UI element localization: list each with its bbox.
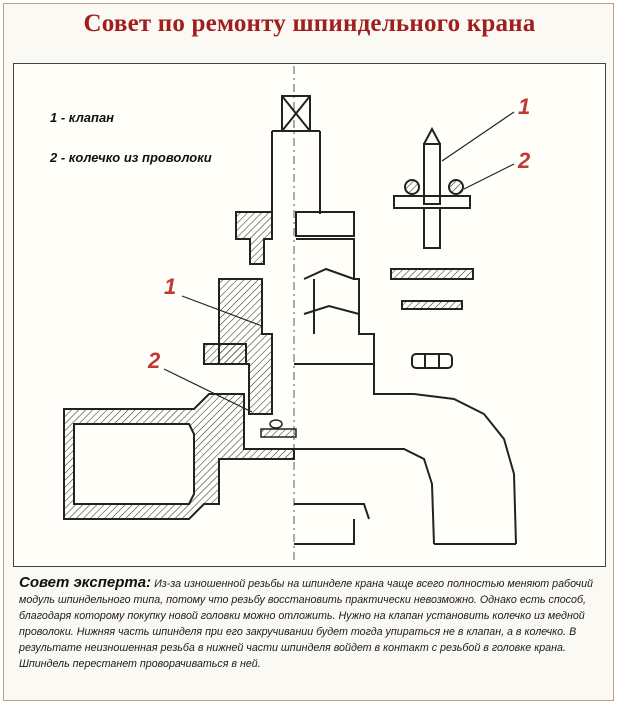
seat-ring — [260, 419, 297, 438]
callout-left-2: 2 — [148, 348, 161, 373]
valve-head-body-right — [295, 211, 375, 365]
valve-head-body-left — [203, 211, 273, 415]
expert-advice: Совет эксперта: Из-за изношенной резьбы … — [19, 575, 603, 672]
callout-right-2: 2 — [518, 148, 531, 173]
valve-cross-section-svg — [63, 66, 517, 564]
leader-lines — [163, 111, 515, 413]
exploded-washer-2 — [401, 300, 463, 310]
legend-item-2: 2 - колечко из проволоки — [50, 150, 212, 165]
exploded-washer-1 — [390, 268, 474, 280]
advice-text: Из-за изношенной резьбы на шпинделе кран… — [19, 578, 593, 670]
valve-body-right — [294, 363, 517, 545]
spindle-stem — [271, 130, 321, 214]
spindle-head — [281, 95, 311, 132]
page-title: Совет по ремонту шпиндельного крана — [83, 10, 536, 37]
callout-left-1: 1 — [164, 274, 177, 299]
spindle-valve-drawing: 1 - клапан 2 - колечко из проволоки 1 2 … — [13, 63, 606, 567]
advice-lead: Совет эксперта: — [19, 574, 152, 591]
exploded-valve-part — [393, 126, 471, 249]
callout-right-1: 1 — [518, 94, 531, 119]
exploded-nut — [411, 353, 453, 369]
legend-item-1: 1 - клапан — [50, 110, 115, 125]
valve-body-left — [63, 393, 295, 520]
